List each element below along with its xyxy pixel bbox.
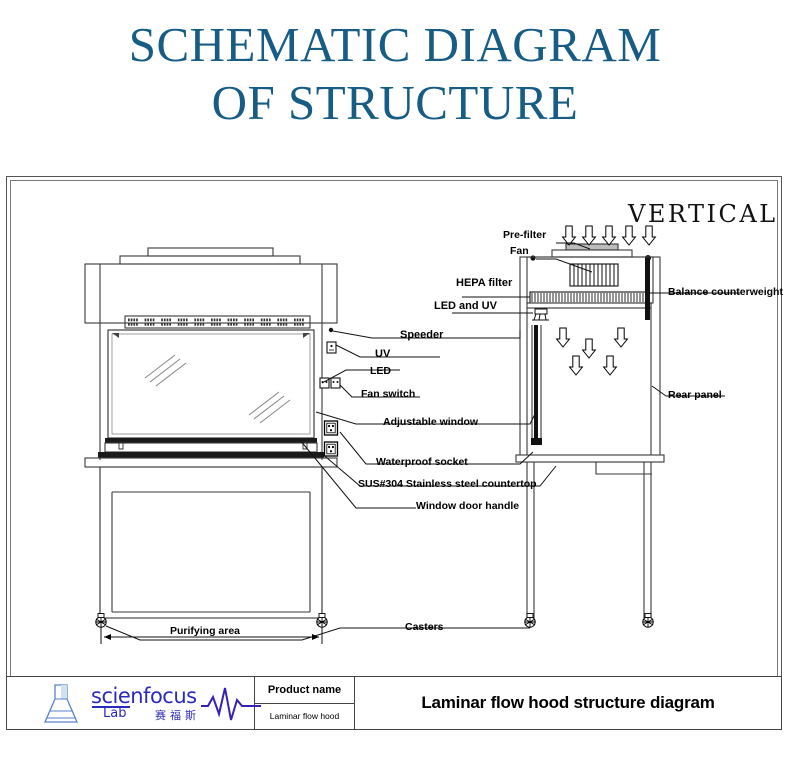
logo-brand-text: scienfocus [91, 684, 197, 708]
callout-label-led-and-uv: LED and UV [434, 300, 497, 312]
callout-label-hepa-filter: HEPA filter [456, 277, 513, 289]
callout-label-casters: Casters [405, 621, 444, 633]
callout-label-window-door-handle: Window door handle [416, 500, 520, 512]
logo-sub-text: Lab [103, 706, 127, 721]
logo-chinese-text: 赛福斯 [155, 709, 200, 722]
product-name-label: Product name [255, 677, 354, 704]
page-title: SCHEMATIC DIAGRAM OF STRUCTURE [0, 0, 790, 160]
page-title-line-1: SCHEMATIC DIAGRAM [128, 17, 662, 72]
callout-label-waterproof-socket: Waterproof socket [376, 456, 468, 468]
drawing-frame-inner-border [10, 180, 778, 726]
drawing-frame [6, 176, 782, 730]
product-name-value: Laminar flow hood [269, 711, 340, 722]
product-name-cell: Product name Laminar flow hood [255, 677, 355, 729]
callout-label-fan: Fan [510, 245, 529, 257]
callout-label-rear-panel: Rear panel [668, 389, 722, 401]
callout-label-pre-filter: Pre-filter [503, 229, 547, 241]
title-block: scienfocus Lab 赛福斯 Product name Laminar … [6, 676, 782, 730]
callout-label-countertop: SUS#304 Stainless steel countertop [358, 478, 537, 490]
callout-label-adjustable-window: Adjustable window [383, 416, 479, 428]
waveform-icon [201, 687, 261, 721]
company-logo: scienfocus Lab 赛福斯 [7, 677, 261, 729]
callout-label-fan-switch: Fan switch [361, 388, 416, 400]
callout-label-purifying-area: Purifying area [170, 625, 241, 637]
page-title-line-2: OF STRUCTURE [211, 75, 579, 130]
logo-underline [92, 706, 130, 708]
callout-label-balance-counterweight: Balance counterweight [668, 286, 783, 298]
callout-label-speeder: Speeder [400, 329, 444, 341]
callout-label-uv: UV [375, 348, 391, 360]
flask-icon [44, 684, 78, 723]
view-orientation-label: VERTICAL [628, 200, 778, 228]
drawing-title: Laminar flow hood structure diagram [421, 693, 715, 712]
callout-label-led: LED [370, 365, 391, 377]
